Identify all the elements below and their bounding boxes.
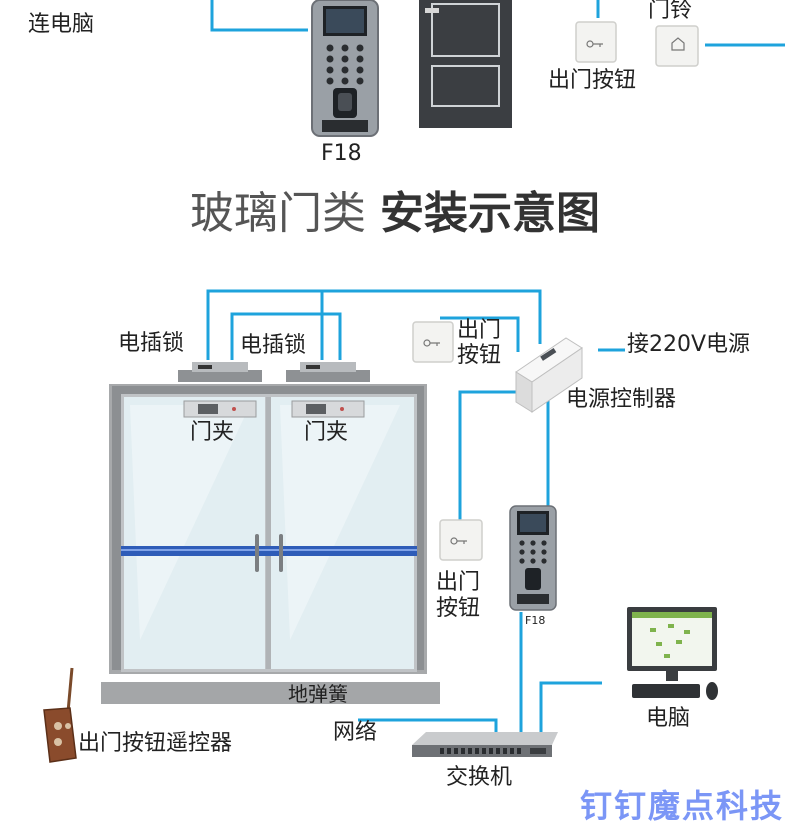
wires-main [206, 289, 625, 732]
page-title: 玻璃门类 安装示意图 [0, 192, 790, 236]
watermark: 钉钉魔点科技 [579, 787, 784, 825]
title-bold: 安装示意图 [380, 188, 600, 239]
exit-button-upper-icon [412, 321, 454, 363]
door-clip-left [183, 400, 257, 418]
label-pc-connect: 连电脑 [28, 12, 95, 37]
doorbell-icon [655, 25, 699, 67]
label-power-controller: 电源控制器 [566, 387, 677, 412]
label-exit-button-upper-l2: 按钮 [457, 343, 502, 368]
label-network: 网络 [333, 720, 378, 745]
exit-button-top-icon [575, 21, 617, 63]
f18-device-top [311, 0, 379, 137]
title-light: 玻璃门类 [190, 188, 366, 239]
label-exit-button-upper-l1: 出门 [457, 318, 502, 343]
label-remote: 出门按钮遥控器 [78, 731, 233, 756]
exit-button-middle-icon [439, 519, 483, 561]
label-power-input: 接220V电源 [627, 332, 751, 357]
label-computer: 电脑 [646, 706, 691, 731]
label-door-clip-left: 门夹 [190, 420, 235, 445]
electric-lock-right [286, 362, 370, 382]
power-controller-icon [515, 337, 583, 413]
label-f18-top: F18 [321, 141, 362, 166]
floor-spring-bar [101, 682, 440, 704]
f18-device-diagram [509, 505, 557, 611]
label-electric-lock-left: 电插锁 [118, 331, 185, 356]
door-clip-right [291, 400, 365, 418]
label-exit-button-middle-l2: 按钮 [436, 596, 481, 621]
label-door-clip-right: 门夹 [304, 420, 349, 445]
label-switch: 交换机 [446, 765, 513, 790]
remote-control-icon [43, 667, 77, 763]
label-exit-button-middle-l1: 出门 [436, 570, 481, 595]
glass-door [109, 384, 427, 674]
wire-top-pc [210, 0, 308, 32]
door-top [419, 0, 512, 128]
label-exit-button-top: 出门按钮 [548, 68, 637, 93]
label-doorbell: 门铃 [648, 0, 693, 23]
label-electric-lock-right: 电插锁 [240, 333, 307, 358]
computer-icon [627, 607, 718, 700]
label-floor-spring: 地弹簧 [288, 682, 348, 706]
label-f18-diagram: F18 [525, 614, 546, 627]
electric-lock-left [178, 362, 262, 382]
network-switch-icon [412, 732, 558, 757]
